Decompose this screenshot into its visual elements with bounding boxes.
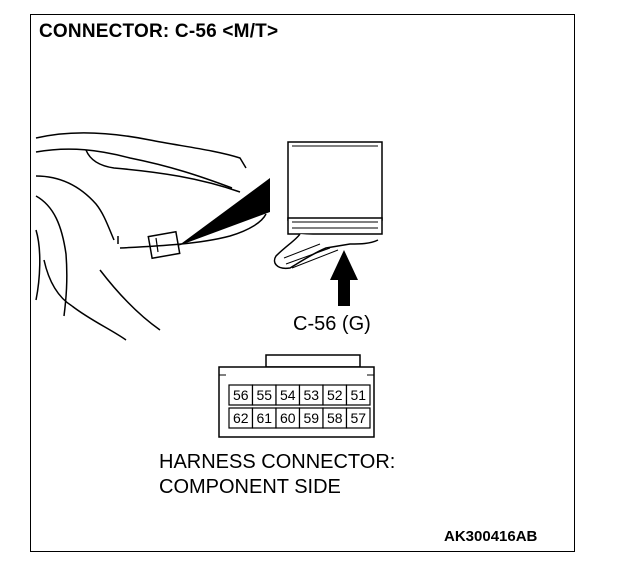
pin-cell [345,407,371,429]
pin-number: 61 [256,410,272,426]
component-module [273,141,383,270]
figure-id: AK300416AB [444,528,538,545]
callout-wedge [178,178,270,246]
pin-number: 53 [303,387,319,403]
pin-number: 54 [280,387,296,403]
pin-number: 62 [233,410,249,426]
pin-number: 59 [303,410,319,426]
location-arrow-icon [330,250,358,306]
pin-number: 58 [327,410,343,426]
pin-number: 55 [256,387,272,403]
harness-connector-face: 56 55 54 53 52 51 62 61 60 59 58 57 [218,354,375,438]
pin-number: 60 [280,410,296,426]
pin-number: 52 [327,387,343,403]
pin-number: 51 [350,387,366,403]
diagram-frame [30,14,575,552]
pin-number: 57 [350,410,366,426]
pin-number: 56 [233,387,249,403]
diagram-title: CONNECTOR: C-56 <M/T> [39,21,279,42]
harness-label-line2: COMPONENT SIDE [159,476,341,498]
harness-label-line1: HARNESS CONNECTOR: [159,451,396,473]
dashboard-illustration [35,132,267,341]
connector-callout-label: C-56 (G) [293,313,371,335]
pin-cell [345,384,371,406]
